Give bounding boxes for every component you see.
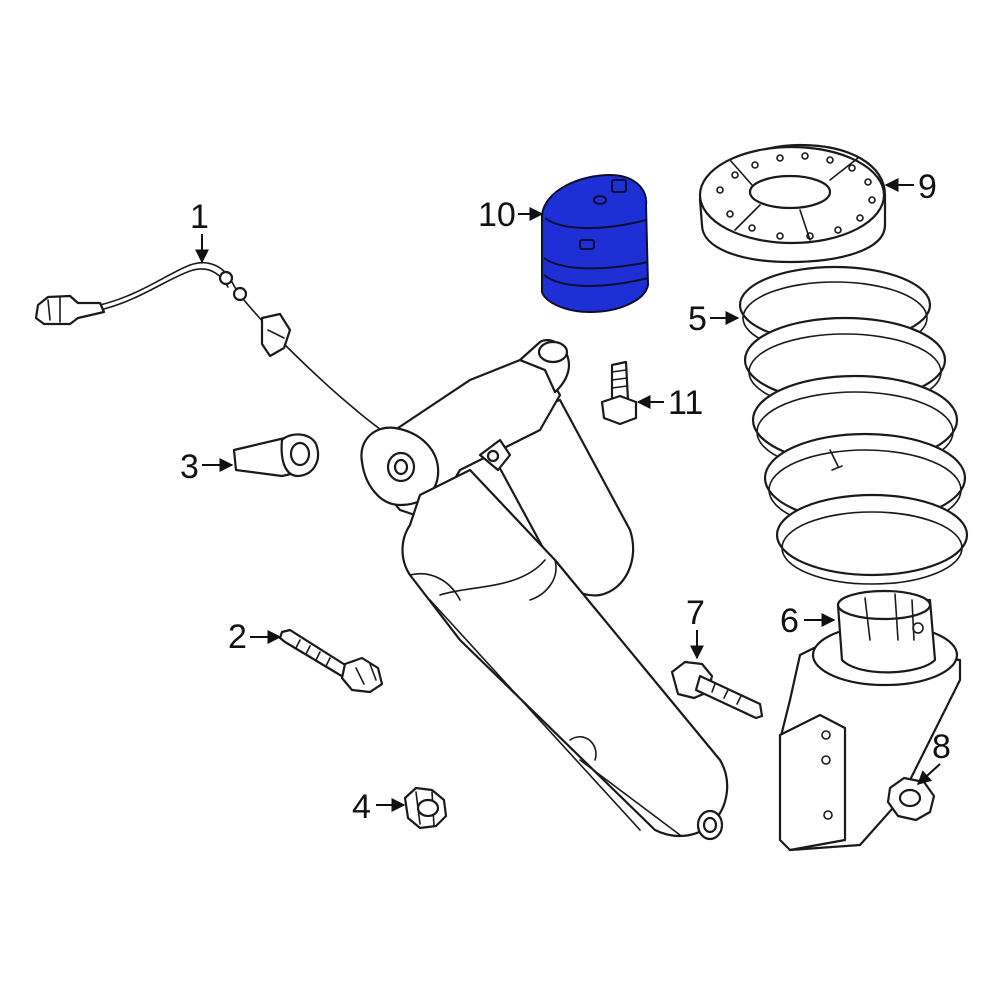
callout-label-11: 11 [668,384,703,422]
spring-seat-part-6[interactable] [778,589,962,852]
shock-absorber [360,339,729,841]
callout-label-5: 5 [688,300,707,338]
nut-part-8[interactable] [886,776,936,822]
bolt-part-11[interactable] [600,360,638,426]
jounce-bumper-part-10[interactable] [541,174,649,313]
callout-6: 6 [780,602,836,640]
callout-label-10: 10 [478,196,516,234]
callout-label-7: 7 [686,594,705,632]
callout-label-9: 9 [918,168,937,206]
callout-10: 10 [478,196,544,234]
callout-label-1: 1 [190,198,209,236]
nut-part-4[interactable] [403,786,448,830]
bolt-part-2[interactable] [278,628,384,694]
callout-label-6: 6 [780,602,799,640]
callout-label-2: 2 [228,618,247,656]
callout-label-4: 4 [352,788,371,826]
spring-isolator-part-9[interactable] [698,143,887,264]
callout-5: 5 [688,300,740,338]
bushing-part-3[interactable] [232,433,320,478]
callout-label-3: 3 [180,448,199,486]
bolt-part-7[interactable] [670,660,764,720]
callout-9: 9 [884,168,937,206]
coil-spring-part-5[interactable] [738,265,969,585]
callout-11: 11 [636,384,703,422]
sensor-harness-part[interactable] [34,261,391,437]
callout-2: 2 [228,618,282,656]
callout-7: 7 [686,594,705,660]
callout-3: 3 [180,448,234,486]
callout-1: 1 [190,198,209,264]
callout-label-8: 8 [932,728,951,766]
callout-4: 4 [352,788,406,826]
callout-8: 8 [916,728,951,785]
